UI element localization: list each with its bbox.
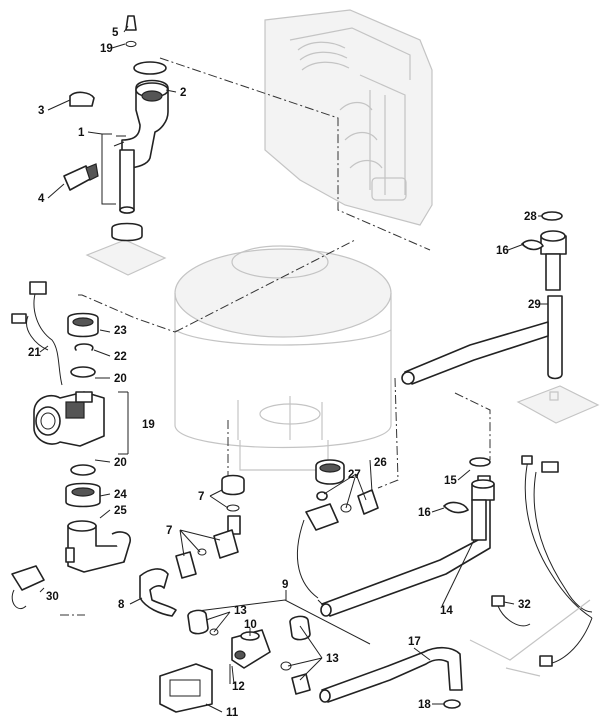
callout-c14: 14 xyxy=(440,605,453,617)
callout-c28: 28 xyxy=(524,211,537,223)
callout-c1: 1 xyxy=(78,127,85,139)
lower-left-pipes xyxy=(139,529,239,617)
actuator-11-icon xyxy=(159,663,213,713)
callout-c11: 11 xyxy=(226,707,239,719)
outlet-stub-icon xyxy=(119,149,135,214)
callout-c21: 21 xyxy=(28,347,41,359)
o-ring-small-icon xyxy=(125,40,137,48)
gasket-20a-icon xyxy=(70,366,96,378)
callout-c26: 26 xyxy=(374,457,387,469)
pump-assembly xyxy=(11,281,131,610)
pipe-14-icon xyxy=(321,475,491,617)
callout-c16a: 16 xyxy=(496,245,509,257)
o-ring-18-icon xyxy=(443,699,461,709)
elbow-pipe-icon xyxy=(121,79,169,169)
callout-c30: 30 xyxy=(46,591,59,603)
callout-c5: 5 xyxy=(112,27,119,39)
callout-c25: 25 xyxy=(114,505,127,517)
callout-c20b: 20 xyxy=(114,457,127,469)
hose-8-icon xyxy=(139,568,177,617)
connector-21-icon xyxy=(29,281,47,295)
callout-c22: 22 xyxy=(114,351,127,363)
plate-ghost-right xyxy=(516,385,600,424)
o-ring-15-icon xyxy=(469,457,491,467)
callout-c10: 10 xyxy=(244,619,257,631)
upper-pipe-assembly xyxy=(401,211,567,385)
callout-c18: 18 xyxy=(418,699,431,711)
diverter-valve-assembly xyxy=(159,599,371,713)
pipe-17-icon xyxy=(321,646,463,703)
clip-16a-icon xyxy=(521,239,544,251)
callout-c4: 4 xyxy=(38,193,45,205)
bleed-screw-icon xyxy=(125,15,137,31)
callout-c9: 9 xyxy=(282,579,288,591)
spring-clip-22-icon xyxy=(74,343,94,351)
callout-labels: 1234577891011121313141516161718191920202… xyxy=(28,27,541,719)
tank-ghost xyxy=(174,245,392,471)
callout-c7a: 7 xyxy=(198,491,204,503)
callout-c29: 29 xyxy=(528,299,541,311)
callout-c17: 17 xyxy=(408,636,421,648)
callout-c19a: 19 xyxy=(100,43,113,55)
clip-16b-icon xyxy=(443,501,469,514)
plate-hole xyxy=(549,391,559,401)
callout-c23: 23 xyxy=(114,325,127,337)
callout-c27: 27 xyxy=(348,469,361,481)
callout-c20a: 20 xyxy=(114,373,127,385)
plate-ghost-left xyxy=(85,239,167,276)
o-ring-28-icon xyxy=(541,211,563,221)
nut-13a-icon xyxy=(187,609,209,635)
gasket-20b-icon xyxy=(70,464,96,476)
callout-c12: 12 xyxy=(232,681,245,693)
pipe-29-icon xyxy=(547,295,563,380)
fitting-7a-icon xyxy=(221,474,245,496)
callout-c24: 24 xyxy=(114,489,127,501)
callout-c7b: 7 xyxy=(166,525,172,537)
sensor-30-icon xyxy=(11,565,45,591)
return-pipes xyxy=(319,457,495,709)
callout-c13b: 13 xyxy=(326,653,339,665)
callout-c19b: 19 xyxy=(142,419,155,431)
clip-icon xyxy=(69,91,95,107)
wiring-harness xyxy=(469,455,593,677)
tank-fittings xyxy=(221,459,379,599)
o-ring-large-icon xyxy=(133,61,167,75)
callout-c2: 2 xyxy=(180,87,186,99)
callout-c15: 15 xyxy=(444,475,457,487)
callout-c32: 32 xyxy=(518,599,531,611)
callout-c16b: 16 xyxy=(418,507,431,519)
fitting-7b-icon xyxy=(175,551,197,579)
mixing-valve-assembly xyxy=(63,15,169,242)
heat-exchanger-ghost xyxy=(264,9,433,226)
callout-c3: 3 xyxy=(38,105,44,117)
grommet-icon xyxy=(111,222,143,242)
assembly-lines xyxy=(60,57,491,616)
leader-lines xyxy=(39,25,548,713)
callout-c13a: 13 xyxy=(234,605,247,617)
sensor-32-icon xyxy=(491,595,505,607)
callout-c8: 8 xyxy=(118,599,125,611)
